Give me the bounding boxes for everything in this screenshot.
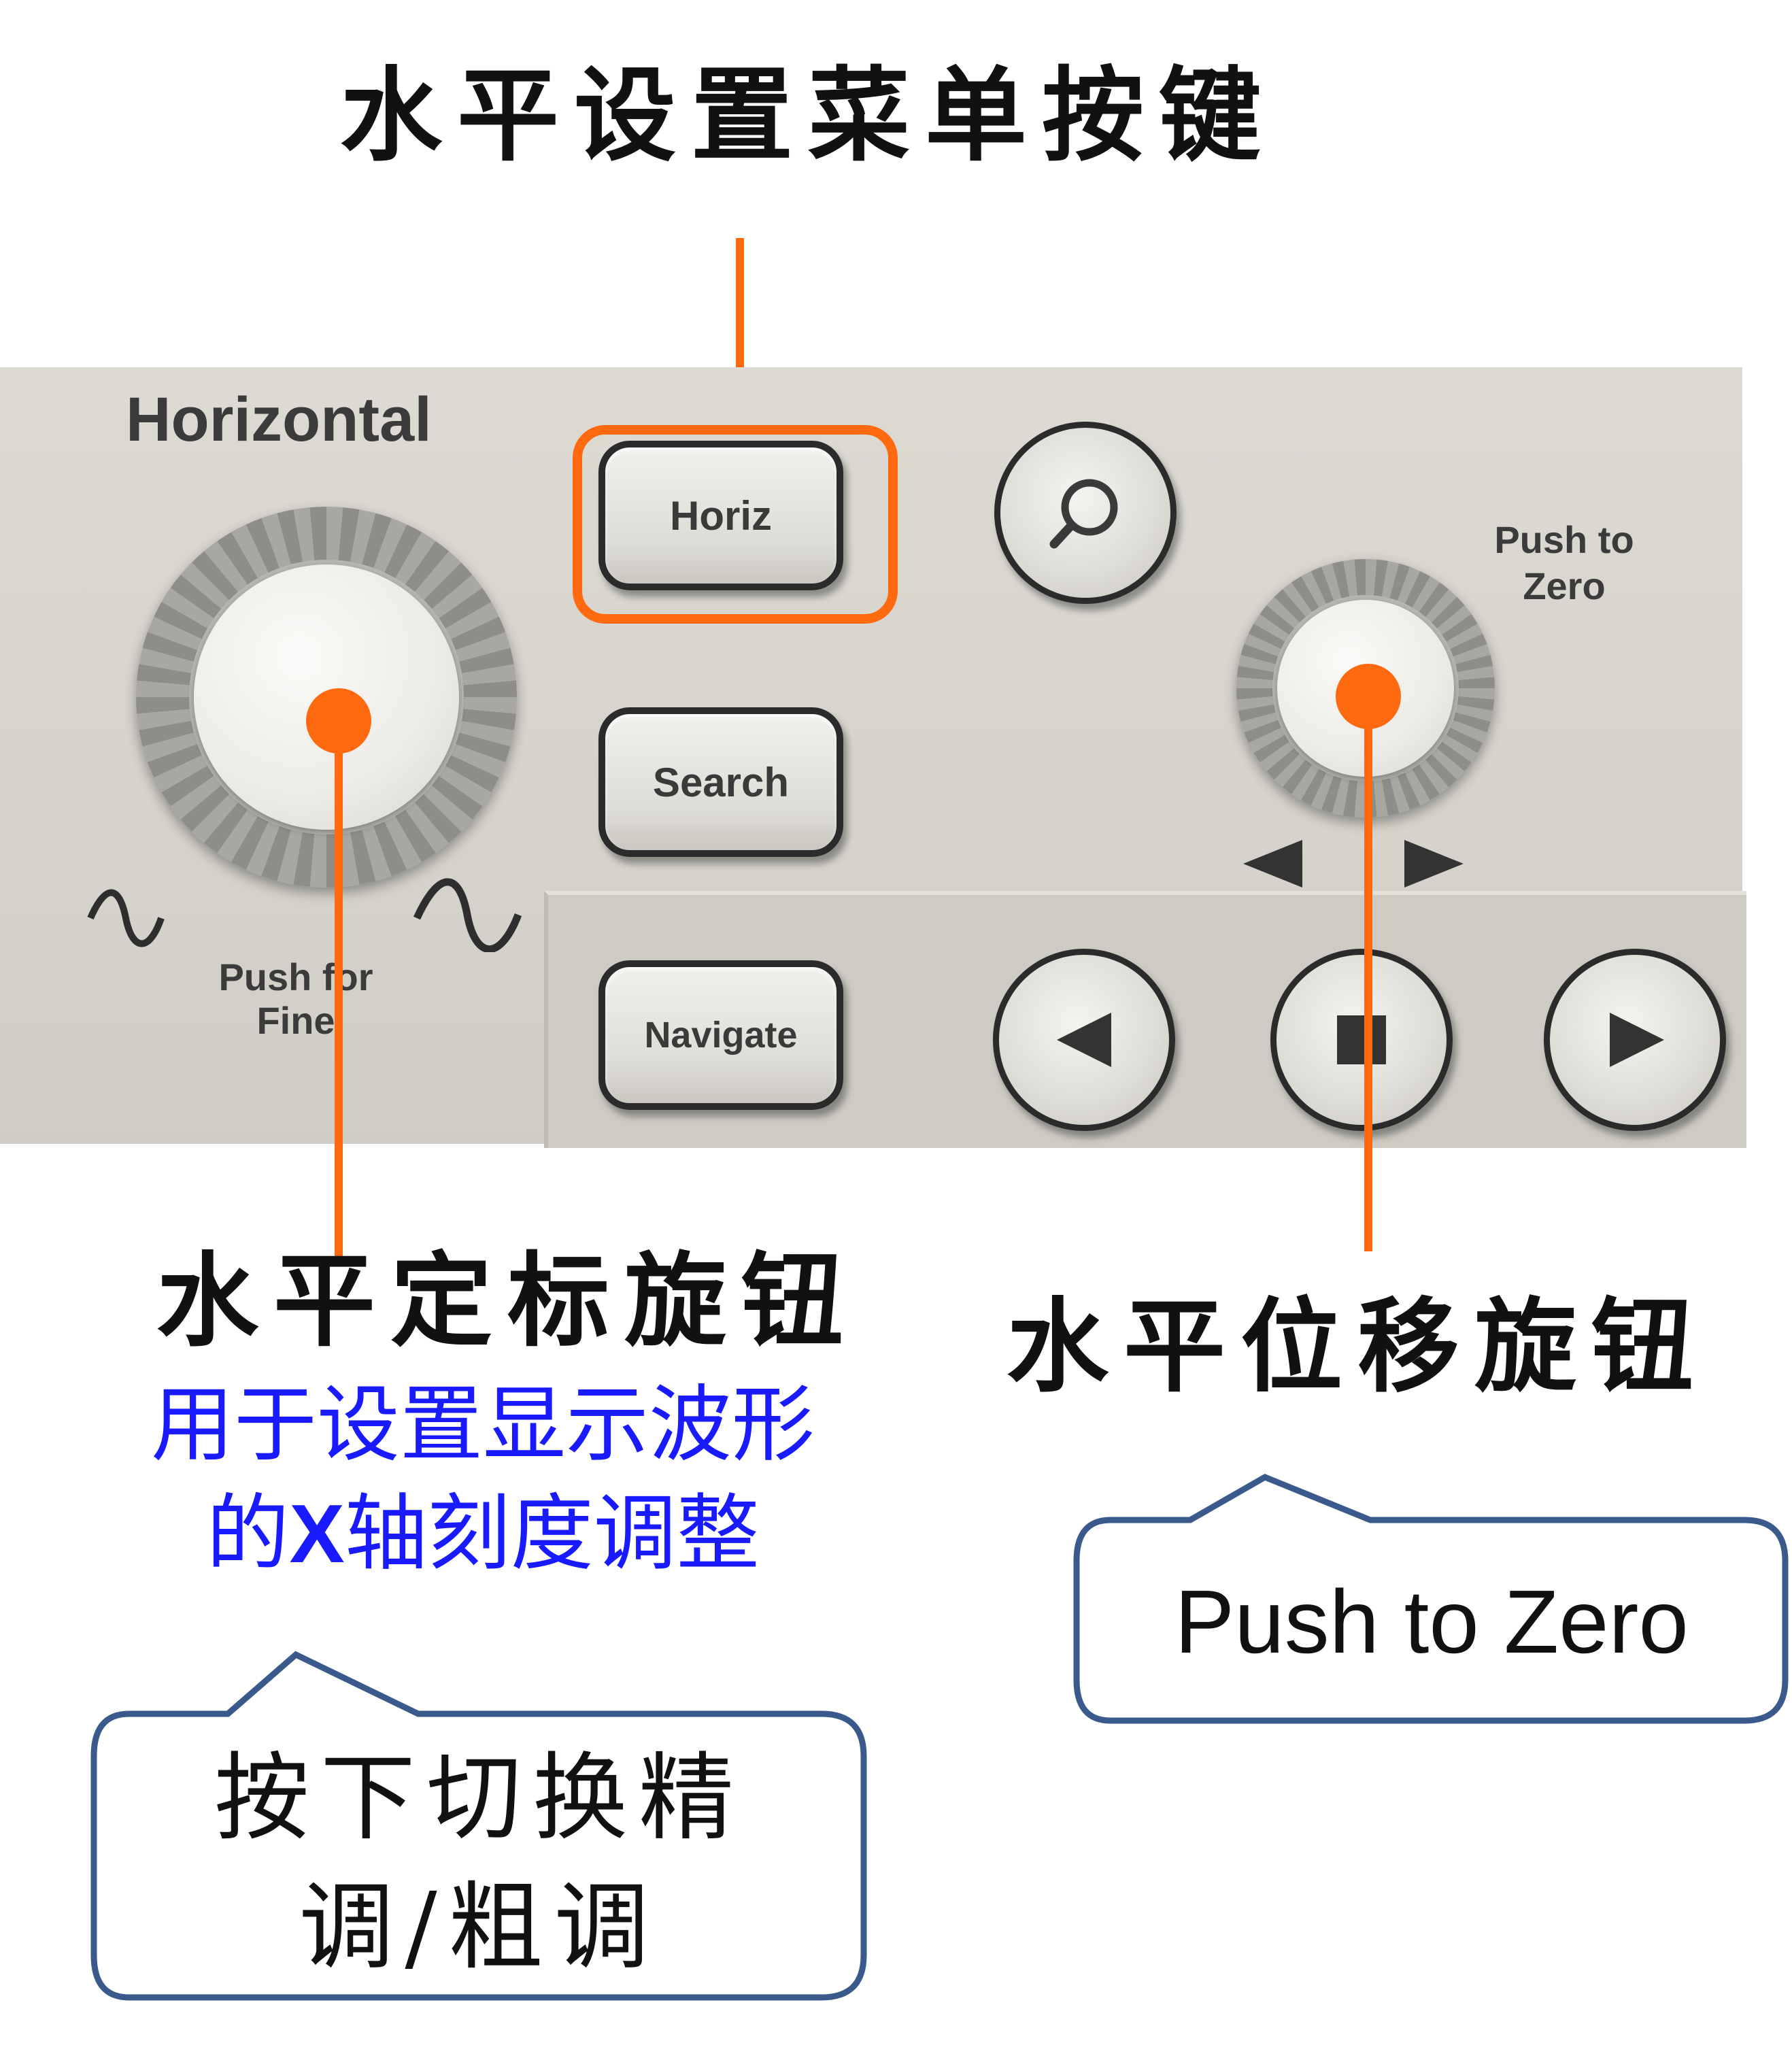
position-knob-annotation: 水平位移旋钮 bbox=[1007, 1287, 1709, 1406]
push-to-zero-line1: Push to bbox=[1494, 518, 1634, 561]
stop-icon bbox=[1337, 1015, 1386, 1064]
push-for-fine-line2: Fine bbox=[256, 999, 335, 1042]
sine-wave-icon bbox=[87, 889, 165, 947]
fine-coarse-callout-shape bbox=[90, 1651, 867, 2001]
navigate-button[interactable]: Navigate bbox=[598, 960, 843, 1110]
push-to-zero-callout-shape bbox=[1073, 1474, 1789, 1724]
previous-button[interactable] bbox=[993, 949, 1175, 1131]
play-right-icon bbox=[1610, 1013, 1664, 1067]
position-leader-line bbox=[1364, 696, 1372, 1251]
horiz-highlight-box bbox=[573, 425, 898, 624]
desc-prefix: 的 bbox=[206, 1485, 290, 1582]
fine-coarse-callout: 按下切换精 调/粗调 bbox=[95, 1734, 864, 1993]
play-left-icon bbox=[1057, 1013, 1111, 1067]
stop-button[interactable] bbox=[1270, 949, 1453, 1131]
horiz-menu-annotation: 水平设置菜单按键 bbox=[340, 56, 1277, 175]
fine-coarse-line1: 按下切换精 bbox=[214, 1743, 745, 1854]
search-button[interactable]: Search bbox=[598, 707, 843, 857]
arrow-right-icon bbox=[1404, 840, 1464, 888]
zoom-magnifier-icon bbox=[1049, 479, 1118, 549]
sine-wave-icon bbox=[413, 878, 522, 952]
push-for-fine-line1: Push for bbox=[218, 956, 373, 998]
fine-coarse-line2: 调/粗调 bbox=[299, 1872, 660, 1983]
desc-x-axis: X bbox=[289, 1487, 345, 1580]
push-to-zero-callout: Push to Zero bbox=[1174, 1572, 1689, 1672]
scale-knob-description-line1: 用于设置显示波形 bbox=[151, 1377, 815, 1473]
scale-knob-description-line2: 的X轴刻度调整 bbox=[116, 1479, 850, 1588]
push-for-fine-label: Push for Fine bbox=[211, 956, 381, 1043]
scale-knob-description: 用于设置显示波形 的X轴刻度调整 bbox=[116, 1370, 850, 1588]
arrow-left-icon bbox=[1243, 840, 1302, 888]
push-to-zero-line2: Zero bbox=[1523, 564, 1606, 607]
push-to-zero-label: Push to Zero bbox=[1462, 517, 1666, 609]
next-button[interactable] bbox=[1544, 949, 1726, 1131]
zoom-button[interactable] bbox=[994, 422, 1177, 604]
section-label-horizontal: Horizontal bbox=[126, 385, 432, 454]
horiz-button[interactable]: Horiz bbox=[598, 441, 843, 590]
scale-leader-line bbox=[335, 721, 343, 1265]
desc-suffix: 轴刻度调整 bbox=[344, 1485, 760, 1582]
scale-knob-annotation: 水平定标旋钮 bbox=[156, 1241, 859, 1361]
